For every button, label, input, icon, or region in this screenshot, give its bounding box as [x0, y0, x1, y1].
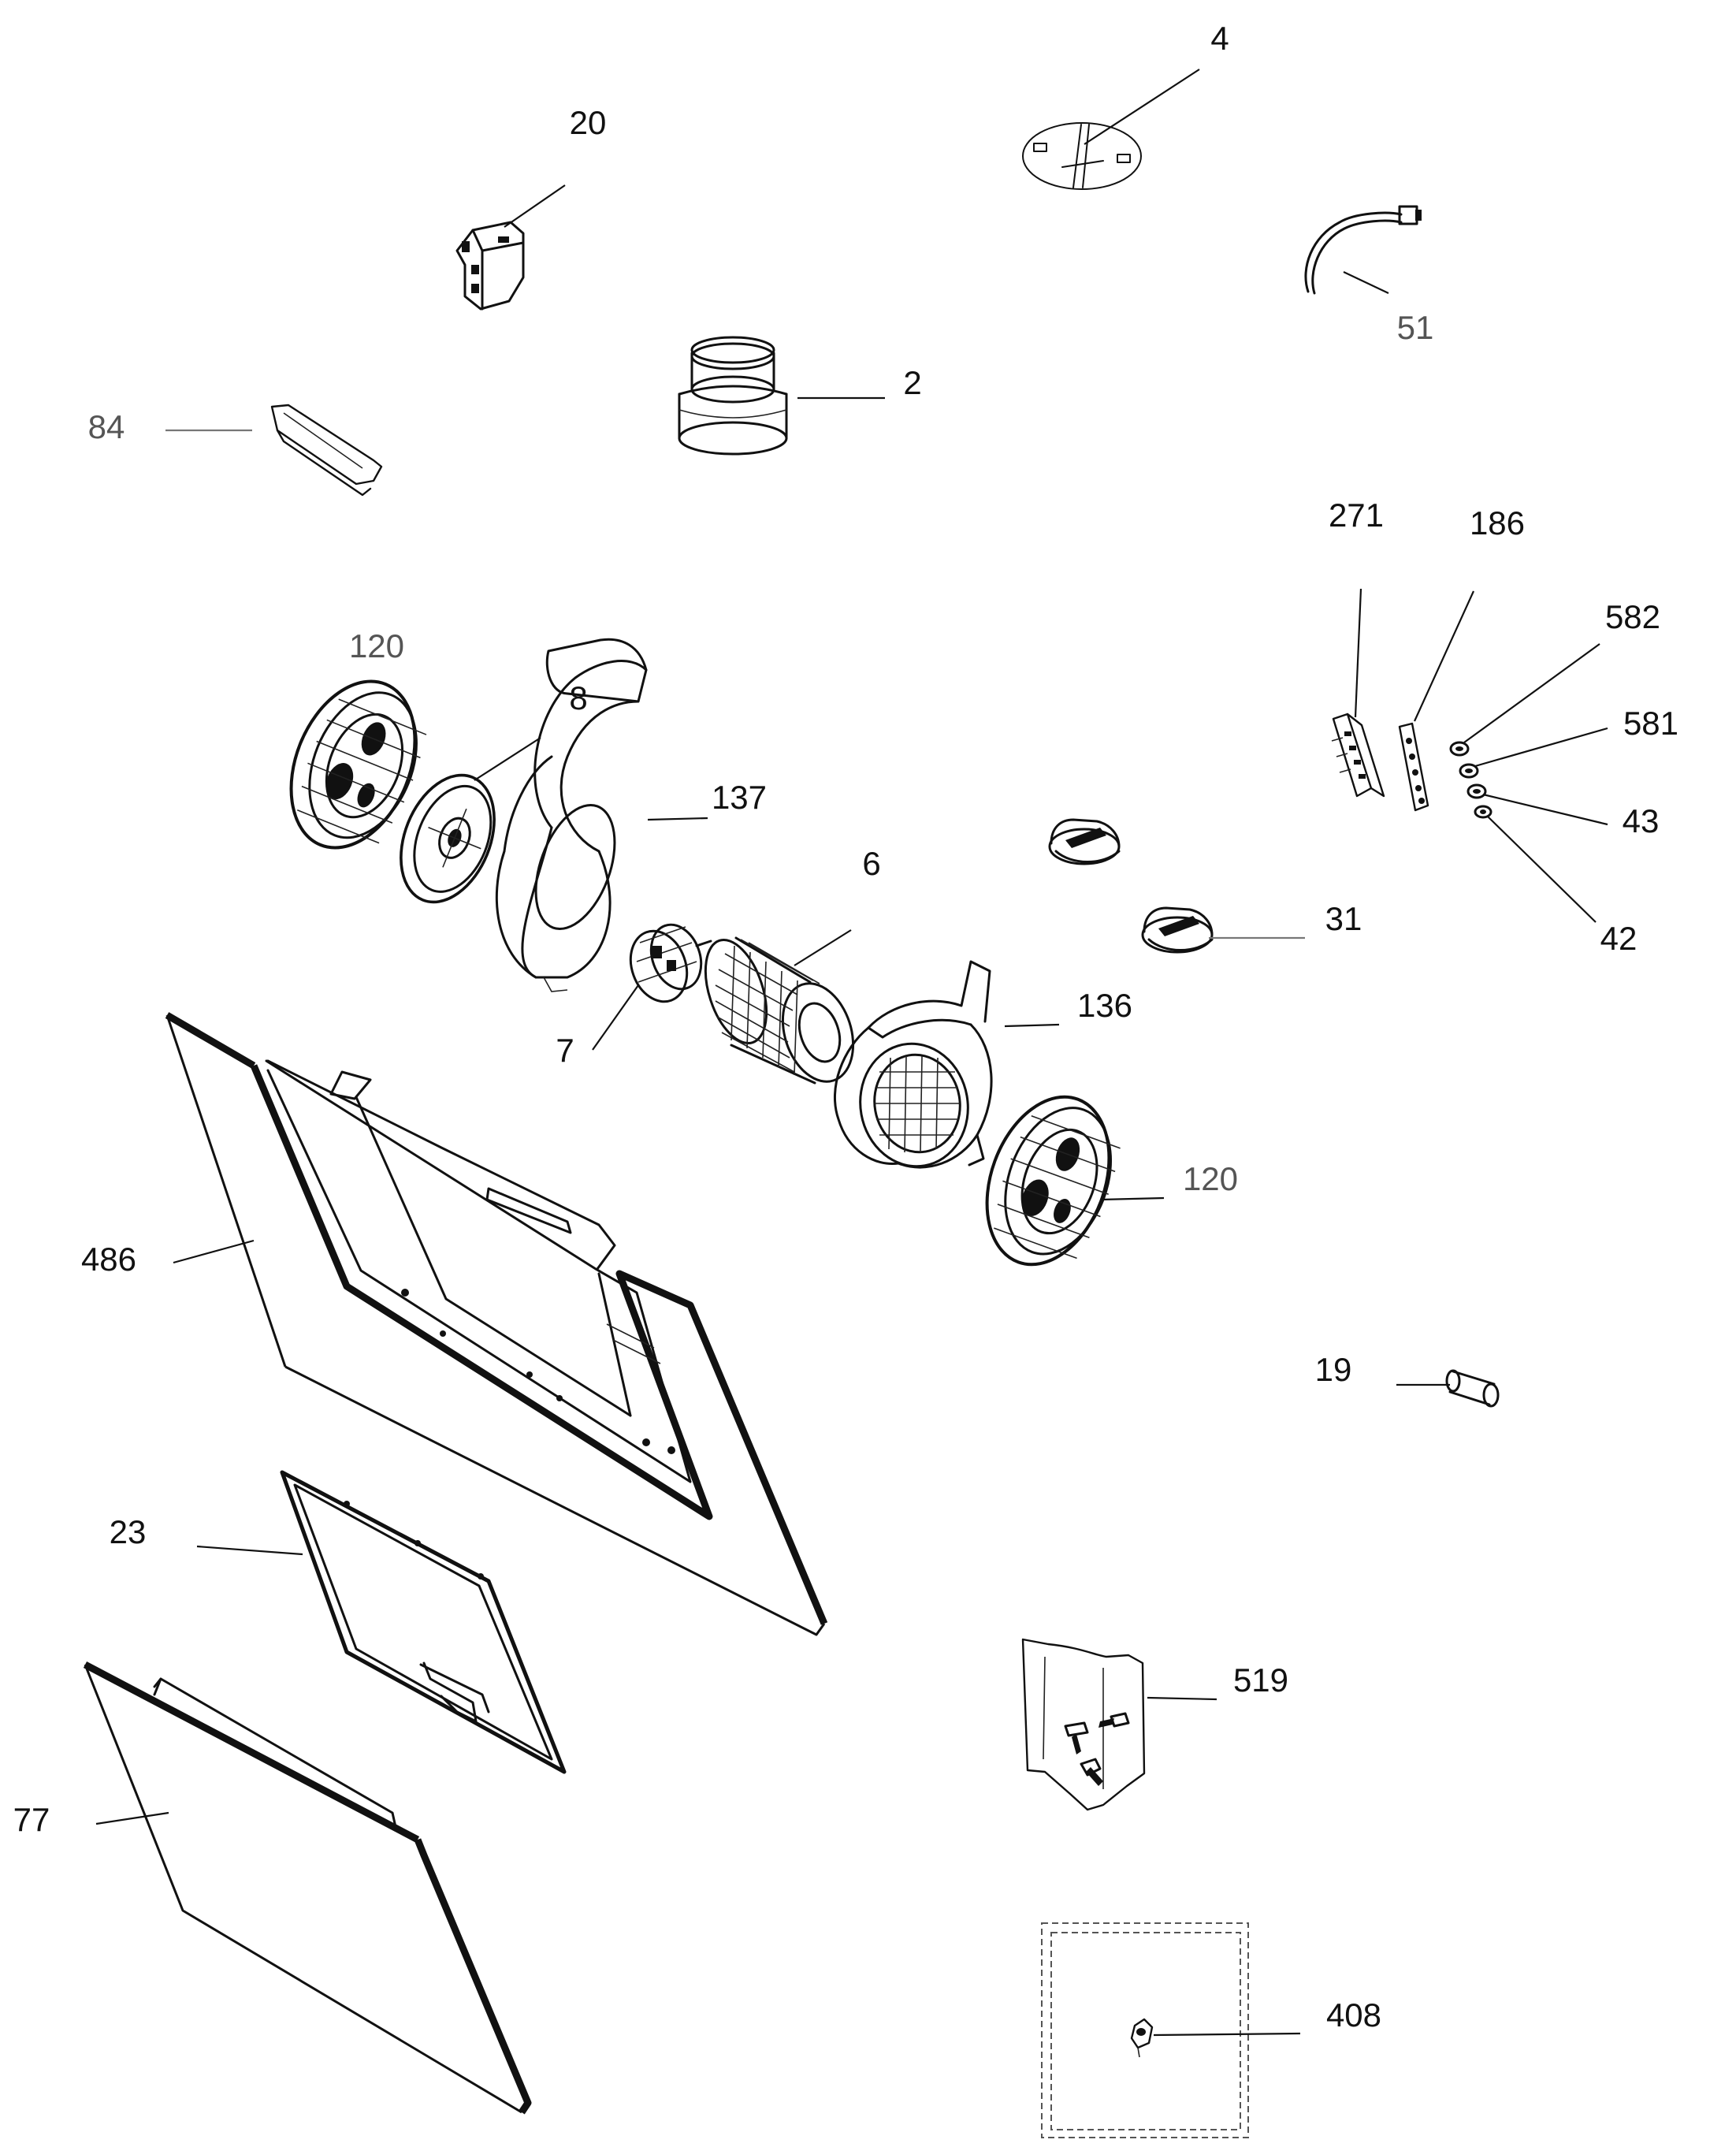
- part-137-blower-housing[interactable]: [495, 638, 648, 992]
- part-label-42: 42: [1600, 920, 1637, 957]
- part-label-581: 581: [1623, 705, 1678, 742]
- part-label-7: 7: [556, 1032, 574, 1069]
- part-6-impeller[interactable]: [694, 932, 865, 1091]
- part-label-582: 582: [1605, 598, 1660, 635]
- part-23-filter-panel[interactable]: [280, 1470, 567, 1774]
- part-486-front-frame[interactable]: [165, 1012, 828, 1636]
- part-label-6: 6: [862, 845, 880, 882]
- part-120-filter-right[interactable]: [965, 1080, 1136, 1283]
- part-label-23: 23: [110, 1513, 147, 1550]
- part-120-filter-left[interactable]: [268, 663, 442, 868]
- part-label-43: 43: [1623, 802, 1660, 839]
- part-label-120-left: 120: [349, 627, 404, 664]
- part-label-4: 4: [1210, 20, 1229, 57]
- part-label-31: 31: [1325, 900, 1362, 937]
- part-label-2: 2: [903, 364, 921, 401]
- part-84-bracket[interactable]: [270, 404, 383, 497]
- part-label-136: 136: [1077, 987, 1132, 1024]
- part-408-packaging-box[interactable]: [1041, 1922, 1249, 2138]
- part-4-cover-plate[interactable]: [1022, 122, 1142, 190]
- part-label-186: 186: [1470, 504, 1525, 541]
- part-label-486: 486: [81, 1241, 136, 1278]
- part-19-cylinder[interactable]: [1409, 1369, 1500, 1408]
- part-label-84: 84: [88, 408, 125, 445]
- part-7-motor[interactable]: [621, 917, 712, 1010]
- part-186-terminal-strip[interactable]: [1398, 722, 1429, 812]
- part-51-cable[interactable]: [1304, 205, 1422, 295]
- part-label-271: 271: [1329, 497, 1384, 534]
- part-label-519: 519: [1233, 1661, 1288, 1699]
- part-43-nut[interactable]: [1466, 783, 1487, 799]
- part-label-51: 51: [1397, 309, 1434, 346]
- part-label-19: 19: [1315, 1351, 1352, 1388]
- part-31-knob-upper[interactable]: [1048, 818, 1121, 865]
- part-20-switch-module[interactable]: [455, 221, 525, 311]
- part-271-terminal-block[interactable]: [1331, 713, 1385, 798]
- part-2-duct-collar[interactable]: [678, 336, 788, 456]
- part-label-77: 77: [13, 1801, 50, 1838]
- part-42-nut[interactable]: [1474, 805, 1493, 819]
- part-581-nut[interactable]: [1459, 763, 1479, 779]
- part-31-knob-lower[interactable]: [1141, 906, 1214, 954]
- part-label-120-right: 120: [1183, 1160, 1238, 1197]
- part-label-137: 137: [712, 779, 767, 816]
- part-582-nut[interactable]: [1449, 741, 1470, 757]
- part-8-motor-plate[interactable]: [383, 761, 511, 916]
- part-label-20: 20: [570, 104, 607, 141]
- part-136-blower-housing[interactable]: [834, 960, 993, 1175]
- part-label-408: 408: [1326, 1996, 1381, 2034]
- part-label-8: 8: [569, 679, 587, 716]
- part-77-glass-panel[interactable]: [83, 1661, 532, 2115]
- part-519-accessory-bag[interactable]: [1021, 1638, 1146, 1811]
